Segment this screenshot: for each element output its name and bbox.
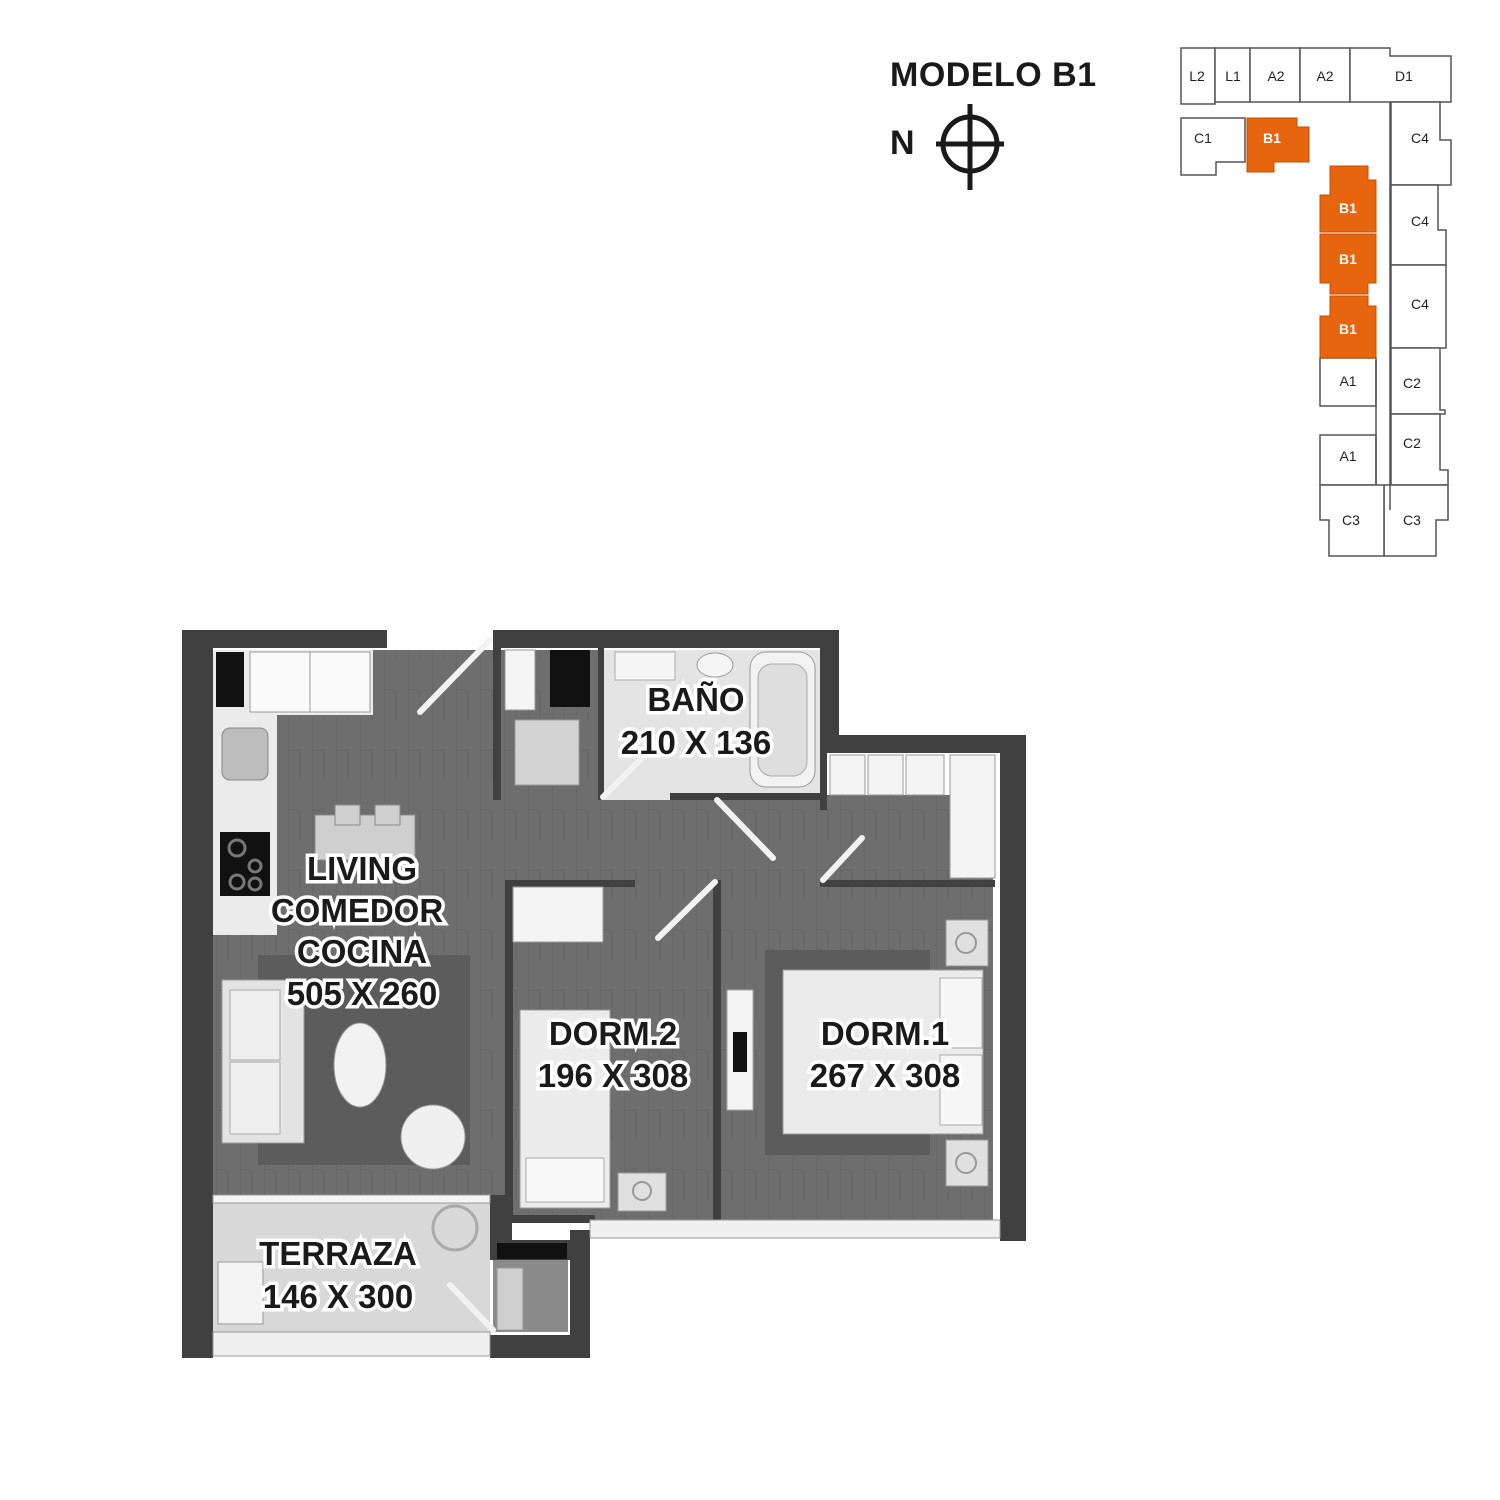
unit-label: A1 [1339, 448, 1356, 464]
bano-dims: 210 X 136 [621, 724, 771, 761]
living-label-3: COCINA [297, 933, 427, 970]
unit-label: C3 [1403, 512, 1421, 528]
unit-label: C3 [1342, 512, 1360, 528]
dining-set [314, 804, 416, 861]
doors [417, 637, 865, 1333]
unit-label: L1 [1225, 68, 1241, 84]
terraza-dims: 146 X 300 [263, 1278, 413, 1315]
unit-a1-1 [1319, 357, 1377, 407]
unit-b1-2 [1319, 233, 1377, 295]
living-set [221, 955, 470, 1170]
living-label-1: LIVING [307, 850, 417, 887]
unit-label: B1 [1339, 321, 1357, 337]
kitchen [213, 650, 373, 935]
unit-label: C2 [1403, 435, 1421, 451]
dorm2-furniture [519, 1009, 667, 1212]
unit-b1-1 [1319, 165, 1377, 233]
living-label-2: COMEDOR [271, 892, 444, 929]
sliding-door [212, 1194, 491, 1204]
terraza-label: TERRAZA [259, 1235, 417, 1272]
site-plan: L2 L1 A2 A2 D1 C1 B1 C4 B1 C4 B1 C4 B1 A… [1180, 47, 1452, 557]
bano-label: BAÑO [647, 681, 744, 718]
terrace-furniture [217, 1204, 567, 1331]
unit-label: C4 [1411, 213, 1429, 229]
unit-label: C2 [1403, 375, 1421, 391]
unit-label: A1 [1339, 373, 1356, 389]
window [589, 1219, 1001, 1239]
unit-a2-2 [1299, 47, 1351, 103]
unit-label: L2 [1189, 68, 1205, 84]
unit-b1-3 [1319, 295, 1377, 359]
unit-c1 [1180, 117, 1246, 176]
highlighted-units [1246, 117, 1377, 359]
dorm2-dims: 196 X 308 [538, 1057, 688, 1094]
model-title: MODELO B1 [890, 56, 1097, 94]
unit-c3-1 [1319, 484, 1385, 557]
living-dims: 505 X 260 [287, 975, 437, 1012]
unit-c4-3 [1390, 264, 1447, 349]
unit-label: A2 [1267, 68, 1284, 84]
unit-label: B1 [1263, 130, 1281, 146]
unit-label: A2 [1316, 68, 1333, 84]
dorm2-label: DORM.2 [549, 1015, 677, 1052]
unit-label: C4 [1411, 296, 1429, 312]
dorm1-furniture [726, 919, 989, 1187]
unit-label: C4 [1411, 130, 1429, 146]
unit-label: B1 [1339, 200, 1357, 216]
unit-b1-top [1246, 117, 1310, 173]
compass-icon [936, 104, 1004, 190]
bathroom-fixtures [504, 649, 816, 788]
dorm1-label: DORM.1 [821, 1015, 949, 1052]
unit-label: C1 [1194, 130, 1212, 146]
north-label: N [890, 124, 915, 162]
window [212, 1331, 491, 1357]
dorm1-dims: 267 X 308 [810, 1057, 960, 1094]
closets [512, 754, 996, 943]
unit-label: D1 [1395, 68, 1413, 84]
unit-label: B1 [1339, 251, 1357, 267]
unit-l1 [1214, 47, 1251, 103]
unit-d1 [1349, 47, 1452, 103]
